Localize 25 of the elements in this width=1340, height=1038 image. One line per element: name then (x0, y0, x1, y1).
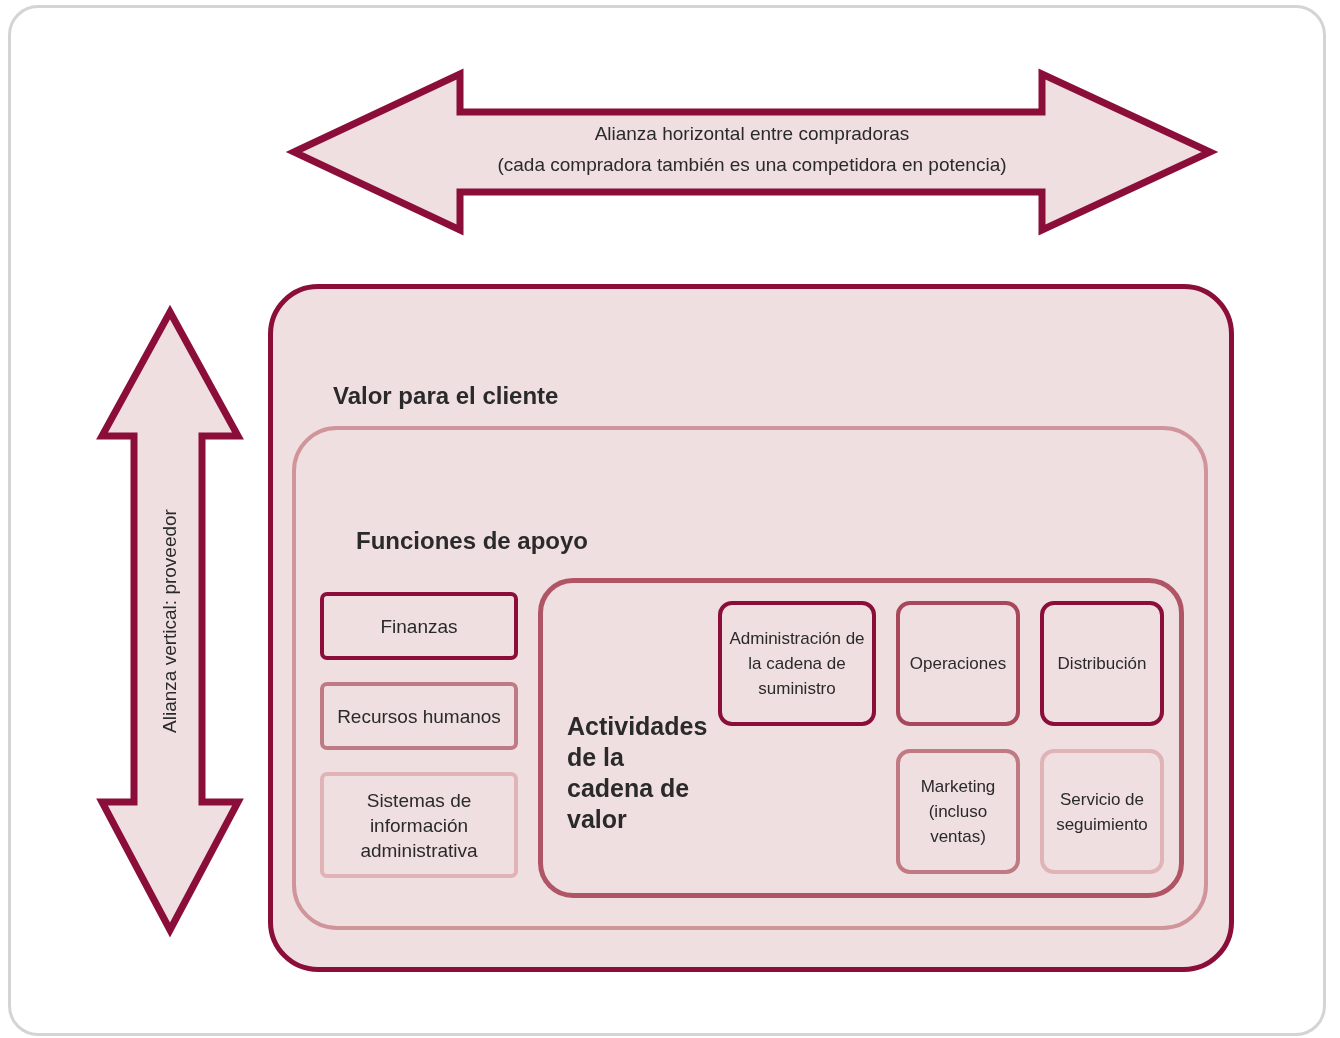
function-box (1040, 601, 1164, 726)
arrow-text: Alianza horizontal entre compradoras (593, 122, 911, 146)
box-label: Servicio de seguimiento (1055, 788, 1149, 836)
box-label: Operaciones (908, 653, 1008, 675)
function-box (320, 772, 518, 878)
function-box (1040, 749, 1164, 874)
inner-panel (292, 426, 1208, 930)
box-label: Recursos humanos (336, 704, 502, 729)
section-heading: Actividades de la cadena de valor (567, 711, 709, 835)
arrow-text: Alianza vertical: proveedor (158, 508, 181, 735)
function-box (896, 749, 1020, 874)
function-box (718, 601, 876, 726)
arrow-text: (cada compradora también es una competidora en potencia) (496, 153, 1008, 177)
function-box (320, 682, 518, 750)
box-label: Sistemas de información administrativa (359, 788, 479, 863)
box-label: Distribución (1056, 653, 1148, 675)
box-label: Administración de la cadena de suministro (728, 628, 866, 700)
outer-panel (268, 284, 1234, 972)
function-box (320, 592, 518, 660)
function-box (896, 601, 1020, 726)
box-label: Finanzas (379, 614, 459, 639)
activity-panel (538, 578, 1184, 898)
section-heading: Valor para el cliente (333, 381, 559, 411)
section-heading: Funciones de apoyo (356, 526, 589, 556)
box-label: Marketing (incluso ventas) (919, 776, 997, 848)
